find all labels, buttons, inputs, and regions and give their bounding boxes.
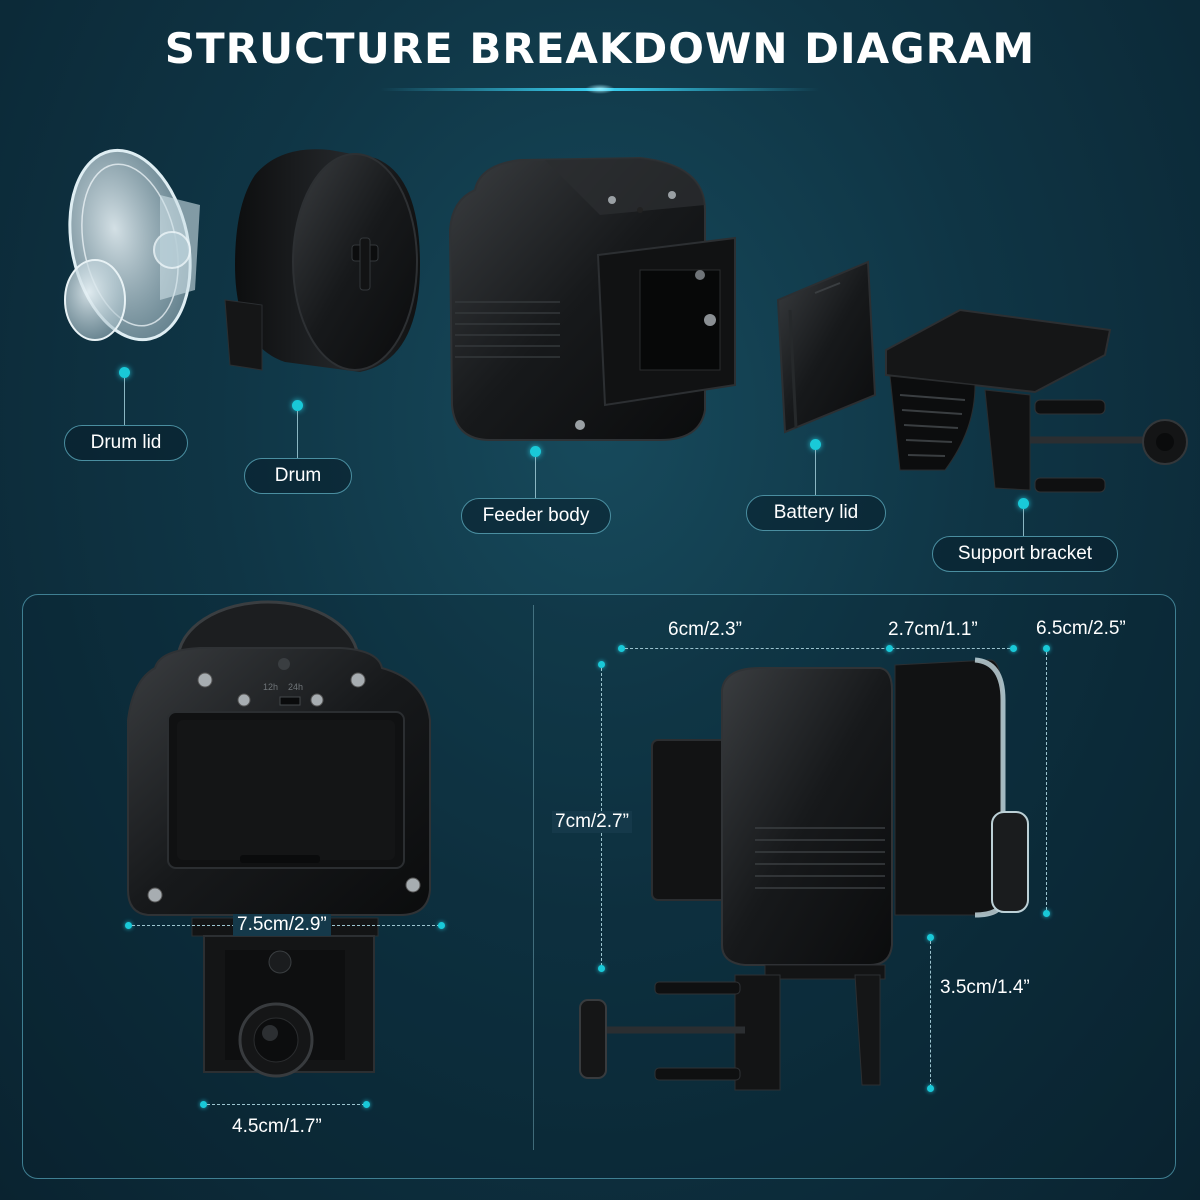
battery-lid-callout-line [815, 450, 816, 496]
front-width-label: 7.5cm/2.9” [233, 914, 331, 936]
feeder-body-image [448, 156, 736, 441]
height-marker-bottom [598, 965, 605, 972]
drum-diameter-marker-top [1043, 645, 1050, 652]
feeder-body-callout-line [535, 457, 536, 499]
bracket-width-marker-right [363, 1101, 370, 1108]
drum-diameter-line [1046, 652, 1047, 910]
height-marker-top [598, 661, 605, 668]
top-length-marker-right [1010, 645, 1017, 652]
feeder-body-label: Feeder body [461, 498, 611, 534]
support-bracket-callout-dot [1018, 498, 1029, 509]
height-label: 7cm/2.7” [552, 811, 632, 833]
drum-lid-label: Drum lid [64, 425, 188, 461]
drum-lid-callout-dot [119, 367, 130, 378]
body-length-label: 6cm/2.3” [668, 619, 742, 640]
drum-label: Drum [244, 458, 352, 494]
drum-lid-image [64, 148, 200, 342]
page-title: STRUCTURE BREAKDOWN DIAGRAM [164, 24, 1036, 73]
clamp-depth-line [930, 941, 931, 1087]
clamp-depth-label: 3.5cm/1.4” [940, 977, 1030, 998]
drum-image [224, 149, 420, 372]
switch-label-24h: 24h [288, 682, 303, 692]
front-width-marker-right [438, 922, 445, 929]
drum-length-label: 2.7cm/1.1” [888, 619, 978, 640]
switch-label-12h: 12h [263, 682, 278, 692]
feeder-body-callout-dot [530, 446, 541, 457]
front-view-image: 12h 24h [127, 600, 431, 1078]
drum-diameter-label: 6.5cm/2.5” [1036, 618, 1126, 639]
drum-lid-callout-line [124, 378, 125, 426]
support-bracket-image [885, 308, 1188, 493]
drum-diameter-marker-bottom [1043, 910, 1050, 917]
support-bracket-label: Support bracket [932, 536, 1118, 572]
drum-callout-dot [292, 400, 303, 411]
panel-divider [533, 605, 534, 1150]
battery-lid-callout-dot [810, 439, 821, 450]
side-view-image [579, 657, 1029, 1091]
top-length-marker-mid [886, 645, 893, 652]
front-width-marker-left [125, 922, 132, 929]
title-underline-glow-center [585, 84, 615, 94]
top-length-marker-left [618, 645, 625, 652]
top-length-line [625, 648, 1010, 649]
parts-illustration [64, 148, 1188, 493]
drum-callout-line [297, 411, 298, 459]
battery-lid-label: Battery lid [746, 495, 886, 531]
bracket-width-line [207, 1104, 365, 1105]
bracket-width-marker-left [200, 1101, 207, 1108]
clamp-depth-marker-top [927, 934, 934, 941]
battery-lid-image [776, 260, 877, 434]
bracket-width-label: 4.5cm/1.7” [232, 1116, 322, 1137]
support-bracket-callout-line [1023, 509, 1024, 537]
clamp-depth-marker-bottom [927, 1085, 934, 1092]
